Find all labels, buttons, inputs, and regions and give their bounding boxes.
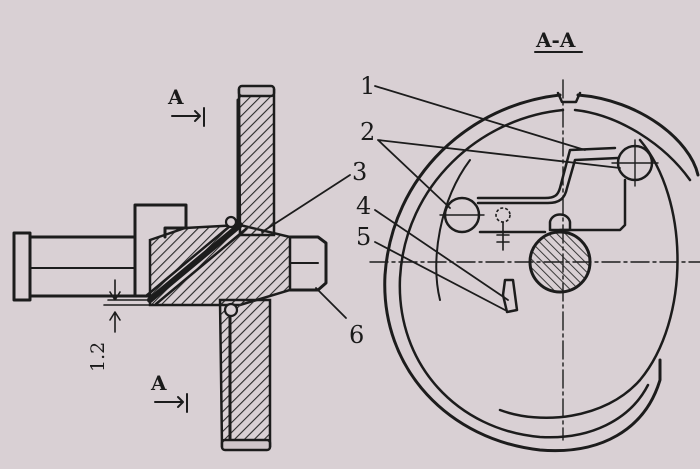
dimension-lines — [103, 279, 151, 333]
cut-arrow-top — [171, 107, 205, 127]
leader-3 — [261, 174, 351, 233]
plug — [223, 302, 239, 318]
inner-rim — [398, 108, 650, 439]
outer-rim-top — [576, 93, 700, 177]
section-view-a-a — [369, 51, 700, 453]
callout-5: 5 — [356, 223, 371, 251]
leader-4 — [374, 209, 509, 301]
flange-top-cap — [237, 84, 276, 98]
right-stub-shaft — [288, 235, 328, 292]
callout-6: 6 — [349, 321, 364, 349]
leader-1 — [374, 85, 586, 151]
cut-arrow-bottom — [154, 393, 188, 413]
leader-5 — [374, 241, 506, 311]
flange-lower — [218, 298, 272, 448]
shaft-outline — [28, 235, 152, 298]
hole-right-cross — [611, 139, 659, 187]
callout-3: 3 — [352, 158, 367, 186]
dimension-label: 1.2 — [87, 342, 109, 372]
oil-channel-route — [476, 146, 620, 205]
callout-1: 1 — [360, 72, 375, 100]
cut-label-bottom: A — [150, 371, 167, 395]
hole-center-axis — [496, 221, 510, 251]
flange-bottom-cap — [220, 438, 272, 452]
callout-4: 4 — [356, 192, 371, 220]
flange-upper — [237, 88, 276, 237]
oil-channel-gap — [147, 222, 243, 303]
side-section-view — [12, 84, 351, 452]
rim-notch — [556, 91, 582, 104]
outer-rim — [383, 93, 662, 453]
leader-2 — [377, 139, 621, 209]
shaft-key — [548, 213, 572, 232]
upper-plug — [224, 215, 238, 229]
leader-6 — [315, 287, 347, 319]
cut-label-top: A — [167, 85, 184, 109]
central-shaft — [528, 230, 592, 294]
oil-channel-lower — [478, 178, 627, 234]
inner-disc-left — [435, 159, 471, 301]
inner-rim-top — [573, 108, 692, 182]
oil-channel — [144, 219, 248, 306]
section-title: A-A — [535, 28, 576, 52]
fitting — [501, 278, 519, 314]
shaft-end-cap — [12, 231, 32, 302]
inner-disc — [498, 138, 679, 419]
callout-2: 2 — [360, 118, 375, 146]
hole-center — [495, 207, 511, 223]
